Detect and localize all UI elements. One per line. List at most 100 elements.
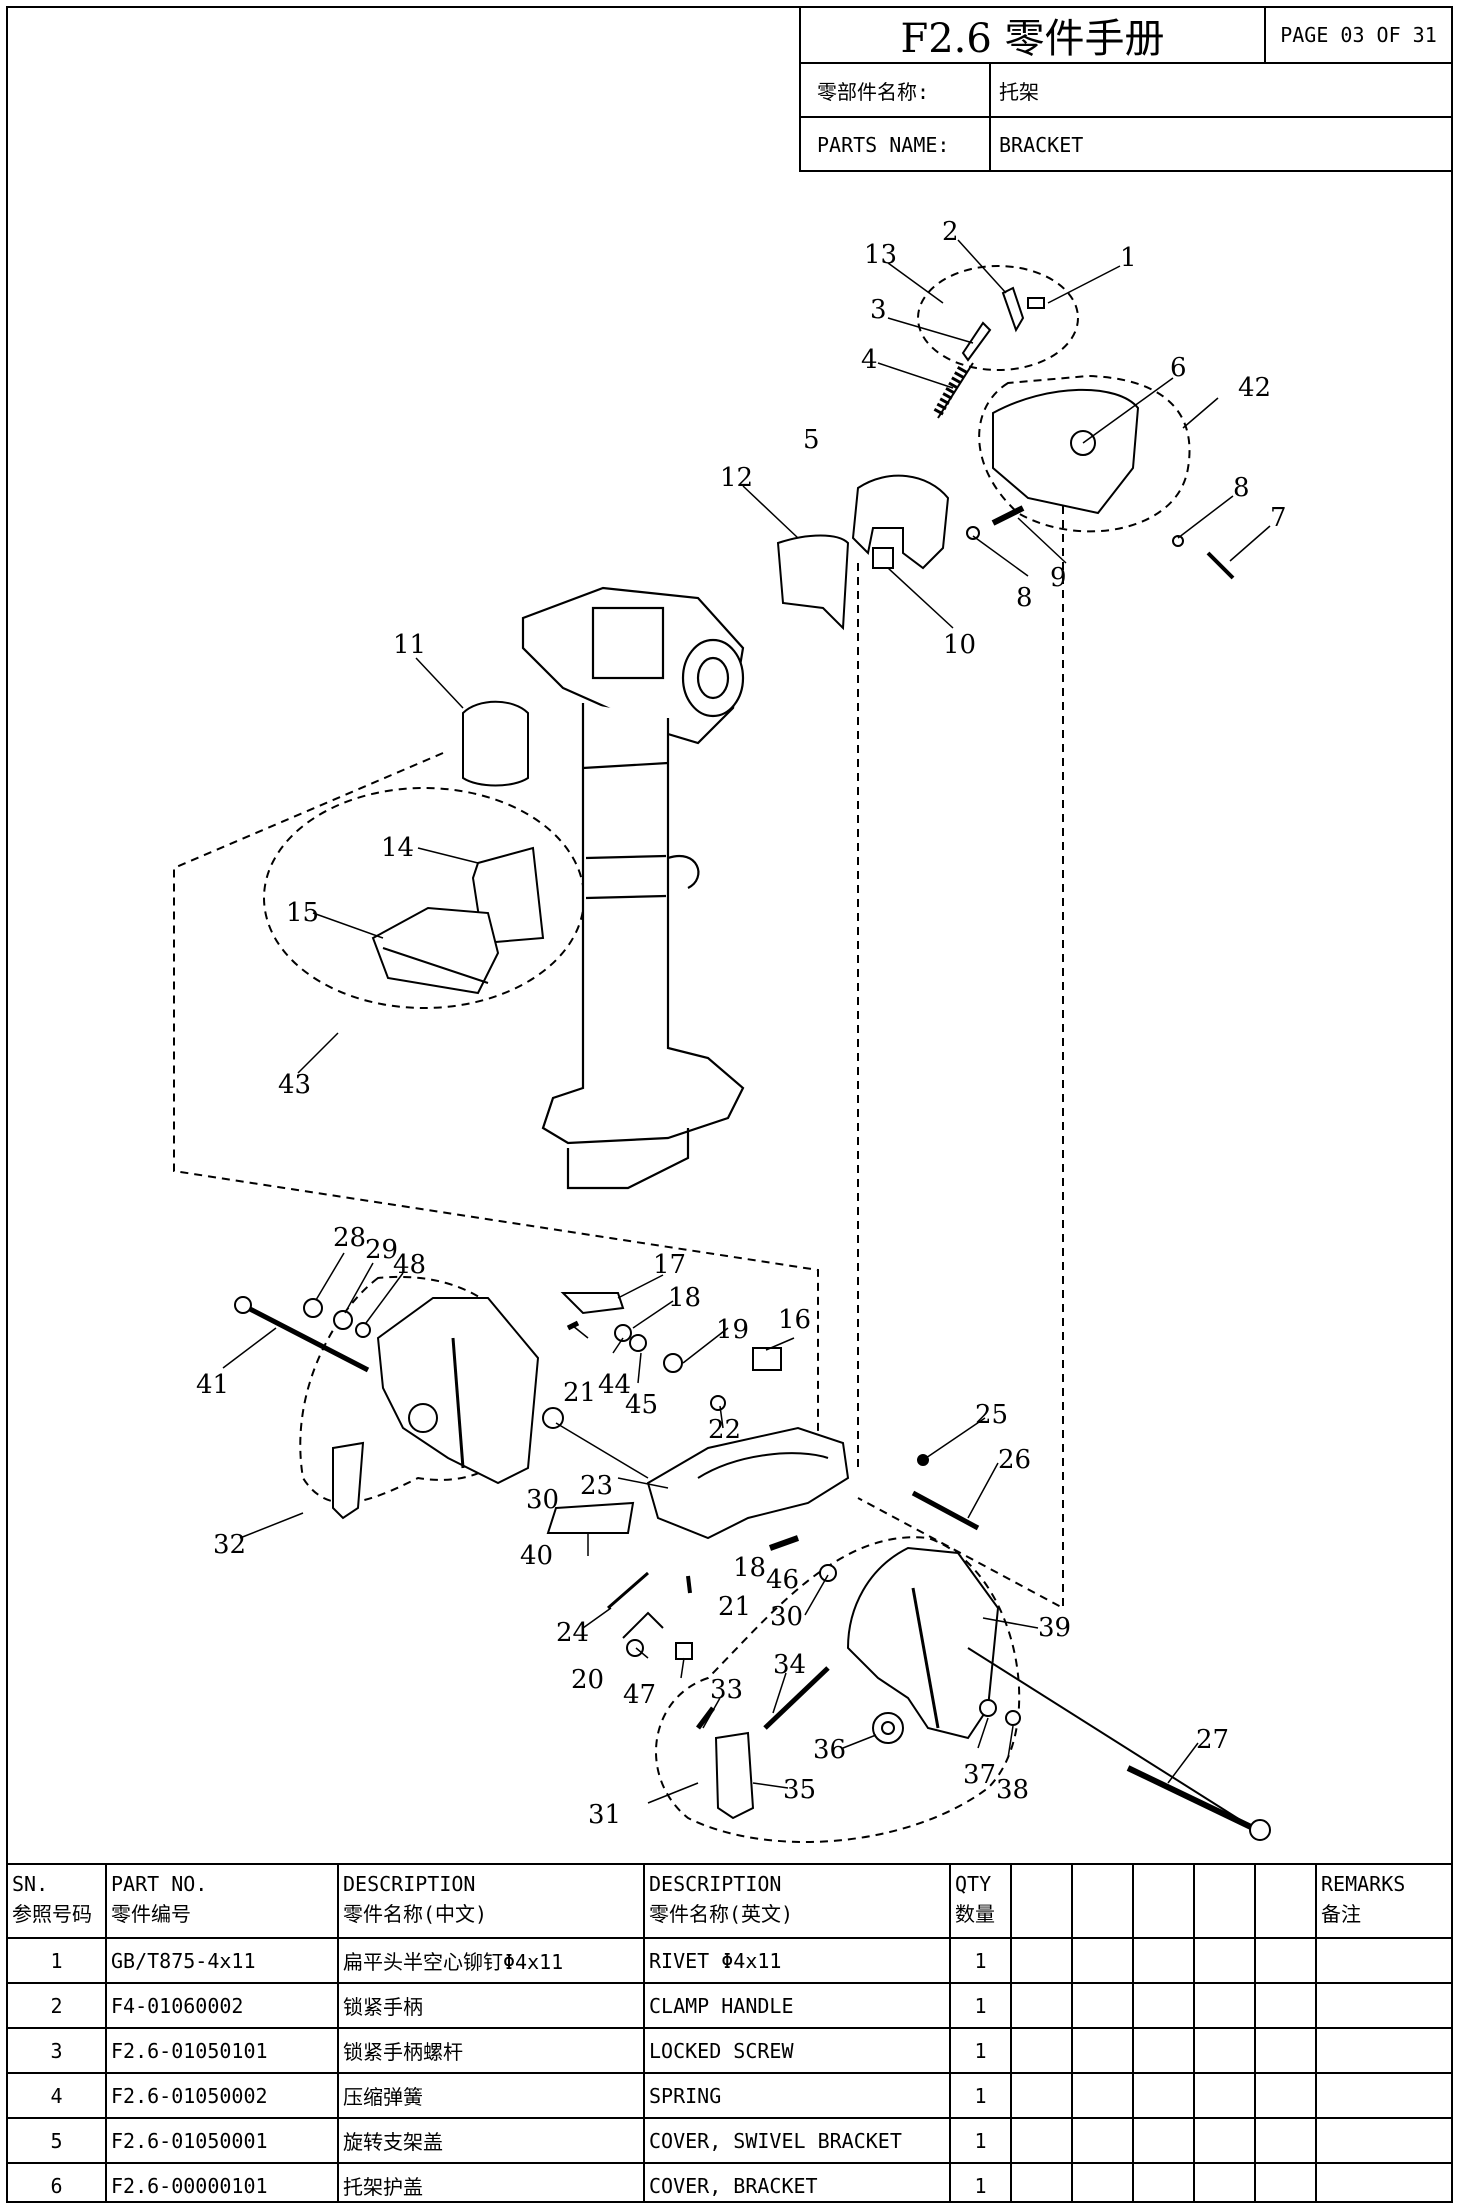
header-blank-3 — [1132, 1863, 1195, 1939]
table-row: 4 F2.6-01050002 压缩弹簧 SPRING 1 — [8, 2072, 1451, 2119]
cell-qty: 1 — [949, 1982, 1012, 2029]
cell-qty: 1 — [949, 2072, 1012, 2119]
callout-23: 23 — [580, 1471, 613, 1501]
table-row: 3 F2.6-01050101 锁紧手柄螺杆 LOCKED SCREW 1 — [8, 2027, 1451, 2074]
table-row: 1 GB/T875-4x11 扁平头半空心铆钉Φ4x11 RIVET Φ4x11… — [8, 1937, 1451, 1984]
cell-sn: 1 — [8, 1937, 107, 1984]
callout-41: 41 — [196, 1370, 229, 1400]
cell-blank — [1010, 1982, 1073, 2029]
callout-18b: 18 — [733, 1553, 766, 1583]
callout-24: 24 — [556, 1618, 589, 1648]
callout-25: 25 — [975, 1400, 1008, 1430]
callout-43: 43 — [278, 1070, 311, 1100]
right-clamp-bracket-part — [696, 1546, 1021, 1820]
swivel-bracket-part — [560, 1292, 850, 1540]
callout-37: 37 — [963, 1760, 996, 1790]
part-name-cn-label: 零部件名称: — [801, 64, 991, 116]
left-clamp-bracket-part — [234, 1296, 540, 1520]
cell-blank — [1132, 1937, 1195, 1984]
cell-part-no: GB/T875-4x11 — [105, 1937, 339, 1984]
cell-qty: 1 — [949, 2117, 1012, 2164]
header-part-no: PART NO.零件编号 — [105, 1863, 339, 1939]
callout-leader-lines — [222, 239, 1271, 1804]
callout-1: 1 — [1120, 243, 1137, 273]
callout-19: 19 — [716, 1315, 749, 1345]
clamp-handle-parts — [933, 286, 1045, 419]
cell-remarks — [1315, 2162, 1451, 2201]
callout-10: 10 — [943, 630, 976, 660]
cell-desc-cn: 锁紧手柄螺杆 — [337, 2027, 645, 2074]
callout-26: 26 — [998, 1445, 1031, 1475]
cell-desc-cn: 压缩弹簧 — [337, 2072, 645, 2119]
cell-blank — [1010, 2072, 1073, 2119]
callout-numbers: 1 2 3 4 6 7 8 8 9 10 11 12 13 14 15 16 1… — [196, 217, 1287, 1830]
cell-part-no: F2.6-00000101 — [105, 2162, 339, 2201]
cell-qty: 1 — [949, 1937, 1012, 1984]
header-blank-4 — [1193, 1863, 1256, 1939]
cell-qty: 1 — [949, 2027, 1012, 2074]
cell-blank — [1071, 2072, 1134, 2119]
cell-blank — [1132, 2027, 1195, 2074]
cell-desc-cn: 锁紧手柄 — [337, 1982, 645, 2029]
cell-blank — [1254, 2162, 1317, 2201]
callout-31: 31 — [588, 1800, 621, 1830]
part-name-cn-value: 托架 — [999, 79, 1039, 104]
cell-blank — [1071, 2027, 1134, 2074]
callout-15: 15 — [286, 898, 319, 928]
cell-blank — [1193, 1982, 1256, 2029]
callout-12: 12 — [720, 463, 753, 493]
page-indicator: PAGE 03 OF 31 — [1280, 23, 1437, 47]
part-name-cn-row: 零部件名称: 托架 — [801, 64, 1451, 118]
cell-desc-cn: 扁平头半空心铆钉Φ4x11 — [337, 1937, 645, 1984]
callout-38: 38 — [996, 1775, 1029, 1805]
bracket-pad-parts — [371, 846, 545, 995]
part-name-en-label: PARTS NAME: — [801, 118, 991, 172]
callout-33: 33 — [710, 1675, 743, 1705]
cell-blank — [1132, 1982, 1195, 2029]
header-blank-1 — [1010, 1863, 1073, 1939]
callout-17: 17 — [653, 1250, 686, 1280]
table-row: 5 F2.6-01050001 旋转支架盖 COVER, SWIVEL BRAC… — [8, 2117, 1451, 2164]
cell-desc-en: CLAMP HANDLE — [643, 1982, 951, 2029]
cell-blank — [1193, 2072, 1256, 2119]
swivel-bracket-cover-part — [851, 474, 950, 570]
callout-30a: 30 — [526, 1485, 559, 1515]
callout-21b: 21 — [718, 1592, 751, 1622]
bushing-parts — [462, 534, 850, 787]
callout-36: 36 — [813, 1735, 846, 1765]
cell-blank — [1071, 1937, 1134, 1984]
cell-blank — [1254, 1937, 1317, 1984]
cell-blank — [1193, 2117, 1256, 2164]
header-blank-2 — [1071, 1863, 1134, 1939]
cell-desc-cn: 旋转支架盖 — [337, 2117, 645, 2164]
callout-46: 46 — [766, 1565, 799, 1595]
cell-blank — [1071, 1982, 1134, 2029]
cell-blank — [1132, 2117, 1195, 2164]
cell-blank — [1132, 2072, 1195, 2119]
callout-2: 2 — [942, 217, 959, 247]
cell-blank — [1132, 2162, 1195, 2201]
cell-blank — [1193, 1937, 1256, 1984]
cell-sn: 3 — [8, 2027, 107, 2074]
cell-sn: 4 — [8, 2072, 107, 2119]
callout-40: 40 — [520, 1541, 553, 1571]
callout-20: 20 — [571, 1665, 604, 1695]
table-row: 6 F2.6-00000101 托架护盖 COVER, BRACKET 1 — [8, 2162, 1451, 2201]
cell-qty: 1 — [949, 2162, 1012, 2201]
motor-leg-part — [521, 586, 745, 1190]
callout-45: 45 — [625, 1390, 658, 1420]
cell-part-no: F4-01060002 — [105, 1982, 339, 2029]
document-title: F2.6 零件手册 — [801, 8, 1266, 62]
cell-blank — [1254, 1982, 1317, 2029]
cell-desc-en: SPRING — [643, 2072, 951, 2119]
cell-blank — [1254, 2027, 1317, 2074]
callout-8a: 8 — [1233, 473, 1250, 503]
cell-blank — [1010, 1937, 1073, 1984]
callout-32: 32 — [213, 1530, 246, 1560]
cell-blank — [1071, 2162, 1134, 2201]
callout-21a: 21 — [563, 1378, 596, 1408]
cell-desc-en: COVER, SWIVEL BRACKET — [643, 2117, 951, 2164]
